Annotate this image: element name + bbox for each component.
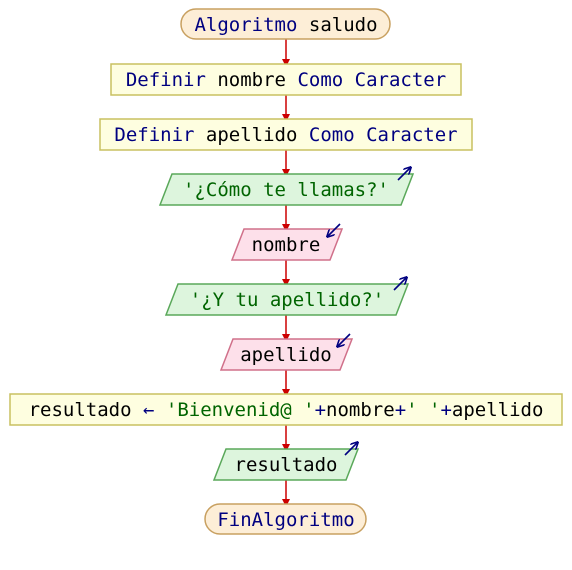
input-arrow-icon [338, 333, 351, 346]
output-text: resultado [235, 454, 338, 476]
como-keyword: Como [297, 69, 343, 91]
input-text: nombre [252, 234, 321, 256]
output-arrow-icon [397, 168, 410, 181]
assign-shape [9, 393, 563, 426]
end-terminal: FinAlgoritmo [204, 503, 367, 535]
algorithm-name: saludo [309, 14, 378, 36]
output-shape [158, 173, 415, 206]
start-terminal-shape [180, 8, 391, 40]
output-y-tu-apellido: '¿Y tu apellido?' [164, 278, 410, 316]
define-apellido-process: Definir apellido Como Caracter [99, 118, 473, 151]
variable-ref: nombre [326, 399, 395, 421]
plus-operator: + [395, 399, 406, 421]
start-terminal: Algoritmo saludo [180, 8, 391, 40]
input-apellido: apellido [219, 333, 354, 371]
output-text: '¿Cómo te llamas?' [183, 179, 389, 201]
start-terminal-text: Algoritmo saludo [194, 14, 377, 36]
output-text: '¿Y tu apellido?' [190, 289, 384, 311]
output-arrow-icon [344, 443, 357, 456]
input-arrow-icon [328, 223, 341, 236]
define-nombre-shape [110, 63, 462, 96]
variable-ref: apellido [452, 399, 544, 421]
define-keyword: Definir [114, 124, 194, 146]
end-terminal-text: FinAlgoritmo [217, 509, 354, 531]
define-apellido-shape [99, 118, 473, 151]
string-literal: ' ' [406, 399, 440, 421]
output-shape [212, 448, 360, 481]
define-variable: apellido [206, 124, 298, 146]
input-text: apellido [240, 344, 332, 366]
output-como-te-llamas: '¿Cómo te llamas?' [158, 168, 415, 206]
type-keyword: Caracter [366, 124, 458, 146]
assign-target: resultado [29, 399, 132, 421]
output-shape [164, 283, 410, 316]
output-arrow-icon [393, 278, 406, 291]
output-resultado: resultado [212, 443, 360, 481]
input-shape [219, 338, 354, 371]
define-keyword: Definir [126, 69, 206, 91]
assign-text: resultado ← 'Bienvenid@ '+nombre+' '+ape… [29, 399, 544, 421]
input-nombre: nombre [230, 223, 344, 261]
type-keyword: Caracter [355, 69, 447, 91]
plus-operator: + [440, 399, 451, 421]
assign-operator: ← [143, 399, 154, 421]
string-literal: 'Bienvenid@ ' [166, 399, 315, 421]
plus-operator: + [315, 399, 326, 421]
assign-resultado-process: resultado ← 'Bienvenid@ '+nombre+' '+ape… [9, 393, 563, 426]
end-terminal-shape [204, 503, 367, 535]
como-keyword: Como [309, 124, 355, 146]
define-nombre-process: Definir nombre Como Caracter [110, 63, 462, 96]
input-shape [230, 228, 344, 261]
define-apellido-text: Definir apellido Como Caracter [114, 124, 457, 146]
start-keyword: Algoritmo [194, 14, 297, 36]
define-nombre-text: Definir nombre Como Caracter [126, 69, 446, 91]
define-variable: nombre [217, 69, 286, 91]
